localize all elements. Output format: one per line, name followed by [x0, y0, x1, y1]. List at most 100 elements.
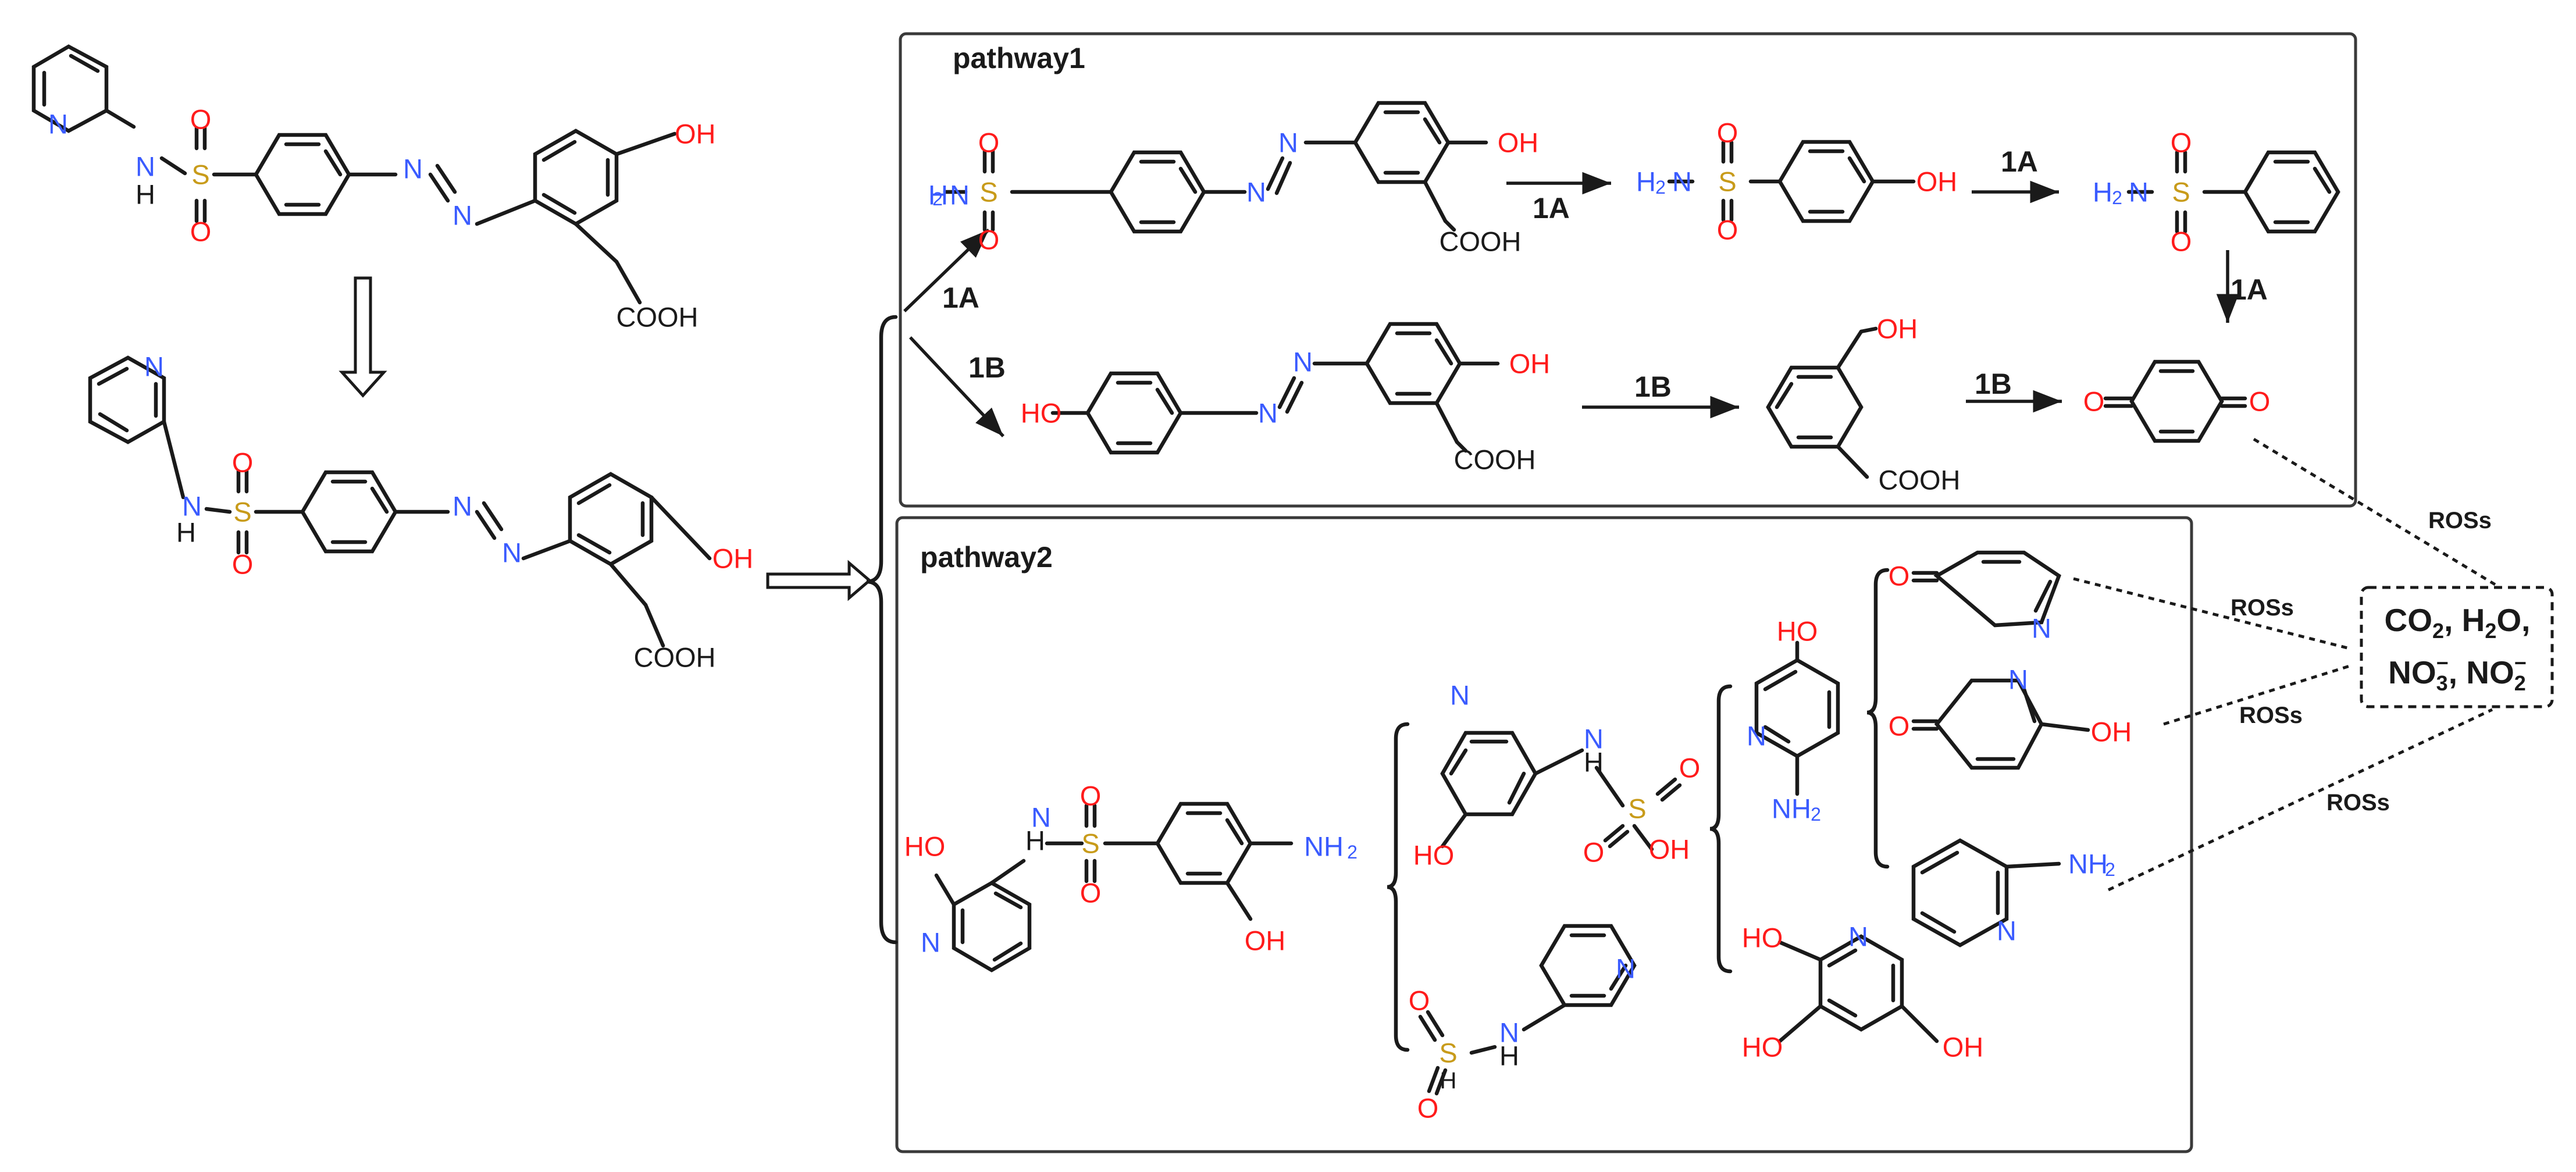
svg-text:HO: HO — [1777, 616, 1818, 647]
svg-text:HO: HO — [904, 831, 946, 862]
svg-text:N: N — [1031, 802, 1051, 833]
svg-text:S: S — [979, 177, 997, 208]
hollow-arrow-right — [766, 560, 872, 601]
svg-text:O: O — [190, 216, 212, 247]
svg-text:N: N — [2129, 177, 2149, 208]
svg-text:O: O — [978, 225, 1000, 255]
step-label-1A: 1A — [942, 282, 979, 314]
svg-text:N: N — [1747, 721, 1766, 751]
p2-hydroxypyridine-sulfamic: N N H S O O OH HO — [1413, 680, 1701, 871]
svg-text:O: O — [190, 104, 212, 135]
step-label-1B: 1B — [968, 351, 1006, 384]
p1-hydroxybenzenesulfonamide: H 2 N S O O OH — [1636, 117, 1957, 245]
svg-text:HO: HO — [1742, 922, 1783, 953]
step-label-1A-4: 1A — [2231, 273, 2268, 306]
svg-text:H: H — [2093, 177, 2112, 208]
svg-text:N: N — [1278, 127, 1298, 158]
p2-brace-1 — [1387, 722, 1410, 1052]
svg-text:O: O — [2171, 127, 2192, 158]
svg-text:HO: HO — [1413, 840, 1455, 871]
p1-benzenesulfonamide: H 2 N S O O — [2093, 127, 2340, 257]
p2-brace-3 — [1866, 568, 1890, 869]
svg-text:H: H — [1584, 747, 1604, 778]
svg-text:N: N — [1848, 921, 1868, 952]
svg-text:H: H — [928, 180, 948, 211]
ros-label-3: ROSs — [2239, 703, 2303, 728]
final-products-line2: NO3−, NO2− — [2388, 651, 2527, 695]
svg-text:O: O — [2171, 226, 2192, 257]
ros-label-1: ROSs — [2428, 508, 2492, 533]
svg-text:OH: OH — [1245, 925, 1286, 956]
intermediate-molecule: N N H S O O N N OH COOH — [88, 351, 753, 673]
svg-text:S: S — [191, 159, 209, 190]
parent-molecule: N N H S O O N N OH COOH — [31, 44, 716, 333]
svg-text:O: O — [1717, 117, 1738, 148]
branch-arrow-1B — [908, 336, 1005, 437]
svg-text:S: S — [233, 497, 251, 528]
svg-text:S: S — [1439, 1038, 1457, 1068]
step-label-1A-2: 1A — [1533, 192, 1570, 225]
step-label-1B-3: 1B — [1975, 368, 2012, 400]
svg-text:N: N — [1584, 724, 1604, 754]
svg-text:COOH: COOH — [617, 302, 699, 333]
svg-text:COOH: COOH — [1454, 444, 1536, 475]
svg-text:N: N — [182, 491, 202, 522]
final-products-box — [2360, 586, 2554, 708]
svg-text:N: N — [1450, 680, 1470, 711]
ros-label-4: ROSs — [2326, 790, 2390, 815]
svg-text:N: N — [144, 351, 164, 382]
svg-text:N: N — [1616, 953, 1636, 984]
svg-text:O: O — [1409, 985, 1430, 1016]
svg-text:OH: OH — [1498, 127, 1539, 158]
pathway2-box — [895, 516, 2193, 1153]
svg-text:OH: OH — [1509, 348, 1551, 379]
svg-text:2: 2 — [932, 188, 943, 209]
svg-text:H: H — [1025, 825, 1045, 856]
p1-salicylic-acid: OH COOH — [1766, 314, 1961, 496]
svg-text:2: 2 — [2112, 187, 2122, 208]
svg-text:N: N — [2032, 613, 2051, 644]
svg-text:OH: OH — [1877, 314, 1918, 344]
p2-brace-2 — [1709, 684, 1733, 974]
svg-text:N: N — [502, 537, 522, 568]
p2-aminopyridine: N NH 2 — [1911, 838, 2115, 947]
svg-text:N: N — [2008, 664, 2028, 695]
p2-aminophenol-sulfonamide: HO N N H S O O NH 2 OH — [904, 781, 1358, 972]
svg-text:N: N — [1246, 177, 1266, 208]
pathway2-title: pathway2 — [920, 541, 1053, 573]
svg-text:H: H — [1636, 166, 1656, 197]
svg-text:HO: HO — [1021, 398, 1062, 429]
svg-text:2: 2 — [1655, 177, 1666, 198]
svg-text:O: O — [232, 549, 254, 580]
svg-text:O: O — [2249, 386, 2271, 417]
svg-text:H: H — [1499, 1041, 1519, 1071]
p2-pyridinone-2: O N OH — [1889, 664, 2132, 770]
svg-text:O: O — [1889, 561, 1910, 592]
svg-text:S: S — [1628, 793, 1646, 824]
p2-pyridine-sulfinamide: N N H S H O O — [1409, 924, 1637, 1124]
pathway1-title: pathway1 — [953, 42, 1085, 74]
svg-text:S: S — [1718, 166, 1736, 197]
p1-hydroxy-azo: HO N N OH COOH — [1021, 322, 1551, 475]
svg-text:O: O — [232, 447, 254, 478]
svg-text:O: O — [1080, 878, 1102, 909]
svg-text:OH: OH — [2091, 717, 2132, 747]
svg-text:N: N — [453, 200, 472, 231]
svg-text:COOH: COOH — [1879, 465, 1961, 496]
p2-aminohydroxypyridine: HO N NH 2 — [1747, 616, 1840, 825]
p2-trihydroxypyridine: HO N HO OH — [1742, 921, 1984, 1063]
svg-text:OH: OH — [675, 119, 716, 149]
svg-text:H: H — [136, 179, 155, 210]
svg-text:N: N — [921, 927, 940, 958]
svg-text:O: O — [1679, 753, 1701, 783]
svg-text:N: N — [1293, 347, 1313, 377]
svg-text:N: N — [1499, 1017, 1519, 1048]
svg-text:O: O — [1080, 781, 1102, 811]
svg-text:O: O — [1417, 1093, 1439, 1124]
p2-pyridinone-1: O N — [1889, 550, 2061, 644]
svg-text:N: N — [1997, 915, 2016, 946]
svg-text:N: N — [453, 491, 472, 522]
svg-text:O: O — [1583, 837, 1605, 868]
pathway1-box — [899, 32, 2357, 508]
